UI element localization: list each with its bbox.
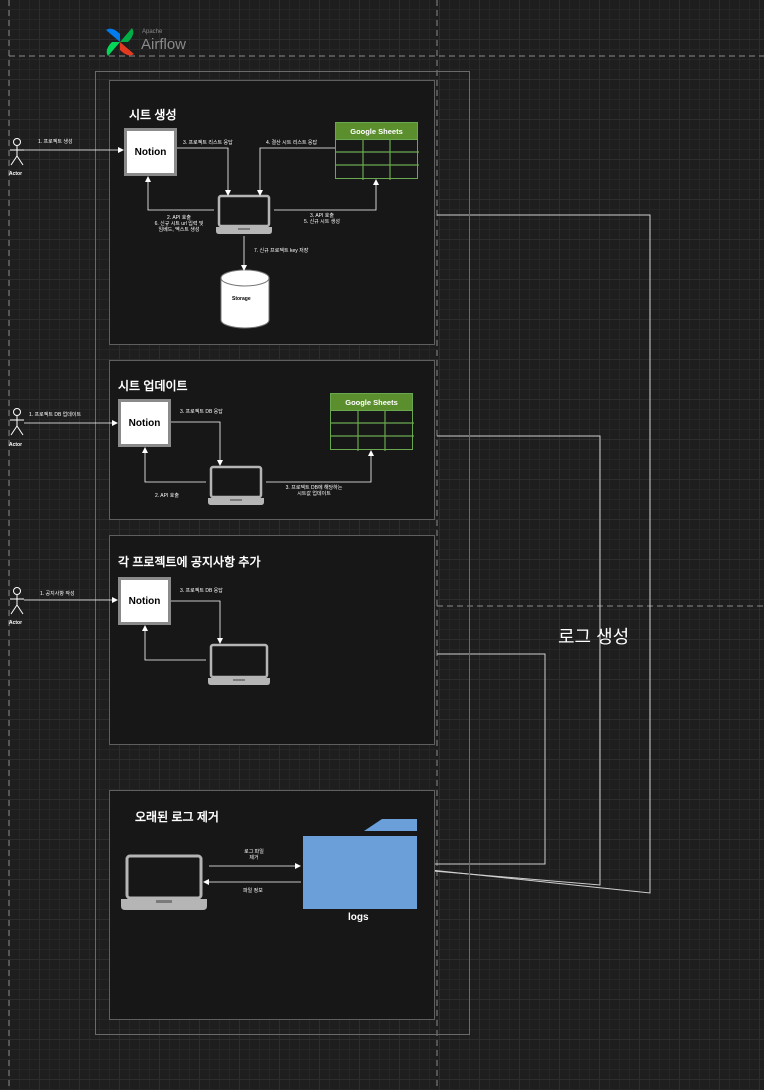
label-delete: 로그 파일 제거 — [236, 849, 272, 861]
section-title: 각 프로젝트에 공지사항 추가 — [118, 555, 261, 569]
label-step2-6: 2. API 호출 6. 신규 시트 url 입력 및 임베드, 멕스트 생성 — [134, 215, 224, 233]
label-file-info: 파일 정보 — [243, 888, 263, 894]
label-line: 임베드, 멕스트 생성 — [158, 227, 200, 233]
actor-icon — [10, 408, 24, 436]
storage-label: Storage — [232, 296, 251, 302]
logo-text: Airflow — [141, 36, 187, 53]
actor-icon — [10, 587, 24, 615]
label-line: 3. 프로젝트 DB에 해당하는 — [285, 485, 343, 491]
connector-sheet-create-to-logs — [420, 214, 651, 894]
google-sheets-box: Google Sheets — [330, 393, 414, 451]
folder-icon — [303, 819, 417, 909]
section-title: 시트 생성 — [129, 108, 177, 122]
label-step4: 4. 결산 시트 리스트 응답 — [266, 140, 318, 146]
section-title: 오래된 로그 제거 — [135, 810, 219, 824]
notion-box: Notion — [124, 128, 177, 176]
label-step1: 1. 프로젝트 생성 — [38, 139, 73, 145]
label-step3b: 3. 프로젝트 DB에 해당하는 시트값 업데이트 — [278, 485, 350, 497]
sheet-grid — [331, 410, 414, 451]
label-step3: 3. 프로젝트 리스트 응답 — [183, 140, 233, 146]
laptop-icon — [216, 194, 272, 234]
google-sheets-header: Google Sheets — [331, 394, 412, 411]
actor-label: Actor — [9, 620, 23, 626]
google-sheets-header: Google Sheets — [336, 123, 417, 140]
label-line: 시트값 업데이트 — [297, 491, 331, 497]
connector-sheet-update-to-logs — [420, 435, 601, 886]
airflow-container — [95, 71, 470, 1035]
actor-label: Actor — [9, 442, 23, 448]
section-title: 시트 업데이트 — [118, 379, 188, 393]
actor-label: Actor — [9, 171, 23, 177]
sheet-grid — [336, 139, 419, 180]
label-line: 6. 신규 시트 url 입력 및 — [154, 221, 204, 227]
google-sheets-box: Google Sheets — [335, 122, 419, 180]
label-step3a: 3. 프로젝트 DB 응답 — [180, 409, 223, 415]
folder-label: logs — [348, 912, 369, 923]
section-notice: 각 프로젝트에 공지사항 추가 — [109, 535, 435, 745]
label-line: 2. API 호출 — [167, 215, 191, 221]
label-step3: 3. 프로젝트 DB 응답 — [180, 588, 223, 594]
notion-box: Notion — [118, 577, 171, 625]
label-step1: 1. 공지사항 작성 — [40, 591, 75, 597]
label-step7: 7. 신규 프로젝트 key 저장 — [254, 248, 309, 254]
label-line: 3. API 호출 — [310, 213, 334, 219]
label-step3-5: 3. API 호출 5. 신규 시트 생성 — [292, 213, 352, 225]
storage-cylinder-icon — [220, 269, 270, 329]
actor-icon — [10, 138, 24, 166]
label-line: 제거 — [249, 855, 259, 861]
laptop-icon — [121, 854, 207, 910]
label-step2: 2. API 호출 — [155, 493, 179, 499]
label-line: 5. 신규 시트 생성 — [304, 219, 340, 225]
laptop-icon — [208, 465, 264, 505]
airflow-pinwheel-icon — [106, 28, 134, 56]
laptop-icon — [208, 643, 270, 685]
notion-box: Notion — [118, 399, 171, 447]
connector-notice-to-logs — [421, 653, 546, 865]
label-step1: 1. 프로젝트 DB 업데이트 — [29, 412, 82, 418]
logo-small-text: Apache — [142, 29, 163, 35]
log-generation-label: 로그 생성 — [558, 627, 630, 647]
label-line: 로그 파일 — [244, 849, 264, 855]
airflow-logo: Apache Airflow — [102, 24, 202, 58]
